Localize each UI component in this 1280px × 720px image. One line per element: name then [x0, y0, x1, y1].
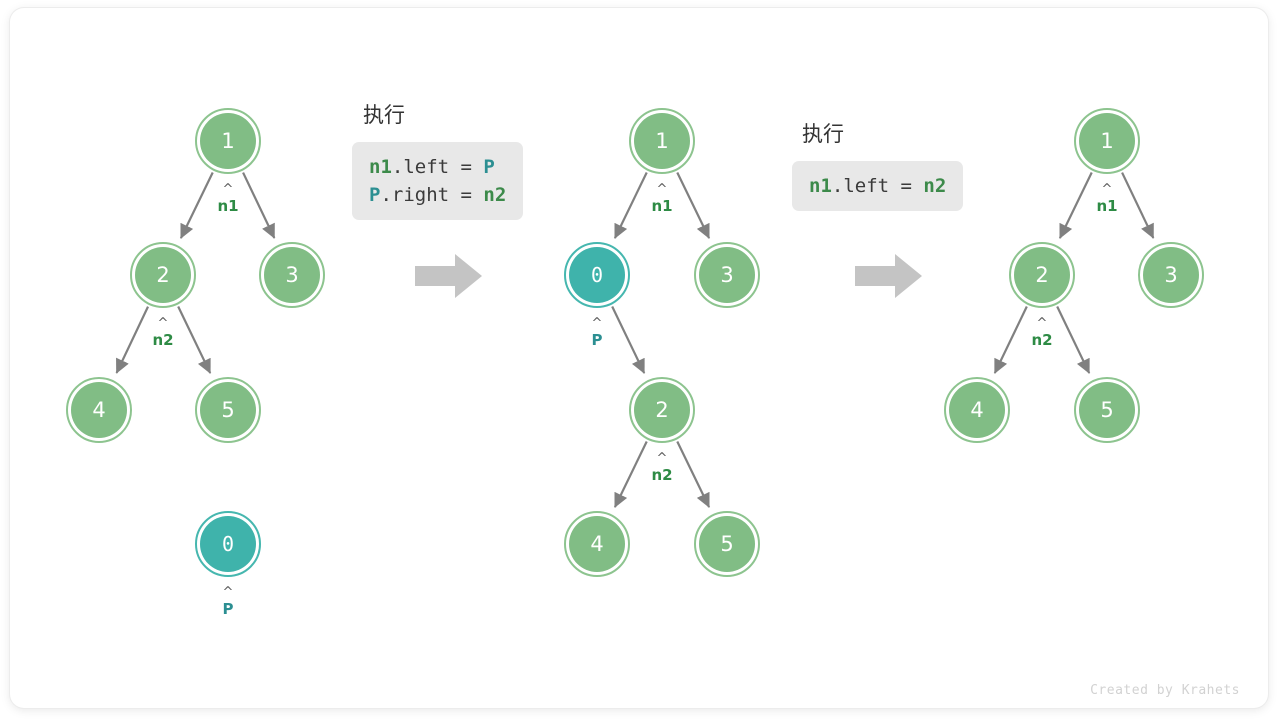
pointer-label-n1: ^n1	[1067, 182, 1147, 215]
tree-node-5: 5	[1074, 377, 1140, 443]
code-token: n2	[923, 175, 947, 197]
tree-node-0: 0	[564, 242, 630, 308]
node-ring	[130, 242, 196, 308]
node-ring	[195, 108, 261, 174]
pointer-caret-icon: ^	[222, 585, 234, 600]
pointer-label-p: ^P	[188, 585, 268, 618]
node-ring	[1138, 242, 1204, 308]
node-ring	[629, 108, 695, 174]
node-value: 1	[655, 128, 669, 153]
tree-node-2: 2	[130, 242, 196, 308]
pointer-label-text: n2	[651, 466, 673, 484]
code-token: n1	[809, 175, 832, 197]
code-token: .right =	[380, 184, 484, 206]
code-token: .left =	[831, 175, 924, 197]
step-title-step2: 执行	[802, 122, 844, 146]
code-block-step2: n1.left = n2	[792, 161, 964, 211]
node-value: 0	[221, 532, 235, 556]
pointer-caret-icon: ^	[591, 316, 603, 331]
node-value: 3	[285, 262, 299, 287]
node-value: 5	[1100, 397, 1114, 422]
arrow-2-transition-arrow-icon	[855, 253, 923, 304]
tree-node-5: 5	[195, 377, 261, 443]
code-line: n1.left = n2	[809, 172, 946, 200]
tree-node-3: 3	[1138, 242, 1204, 308]
pointer-label-n2: ^n2	[1002, 316, 1082, 349]
tree-node-4: 4	[564, 511, 630, 577]
tree-node-5: 5	[694, 511, 760, 577]
step-title-step1: 执行	[363, 103, 405, 127]
node-value: 5	[720, 531, 734, 556]
pointer-caret-icon: ^	[157, 316, 169, 331]
pointer-label-text: n2	[1031, 331, 1053, 349]
pointer-label-p: ^P	[557, 316, 637, 349]
tree-node-4: 4	[944, 377, 1010, 443]
node-ring	[1009, 242, 1075, 308]
node-value: 3	[720, 262, 734, 287]
pointer-label-text: n1	[217, 197, 239, 215]
tree-node-0: 0	[195, 511, 261, 577]
node-ring	[694, 511, 760, 577]
node-value: 1	[221, 128, 235, 153]
code-token: P	[483, 156, 495, 178]
node-ring	[259, 242, 325, 308]
node-value: 1	[1100, 128, 1114, 153]
node-value: 5	[221, 397, 235, 422]
node-ring	[66, 377, 132, 443]
node-value: 4	[92, 397, 106, 422]
node-ring	[1074, 377, 1140, 443]
tree-node-2: 2	[629, 377, 695, 443]
pointer-caret-icon: ^	[656, 182, 668, 197]
pointer-caret-icon: ^	[1036, 316, 1048, 331]
tree-node-3: 3	[694, 242, 760, 308]
pointer-label-n1: ^n1	[188, 182, 268, 215]
tree-node-4: 4	[66, 377, 132, 443]
tree-node-1: 1	[629, 108, 695, 174]
node-value: 4	[970, 397, 984, 422]
pointer-caret-icon: ^	[656, 451, 668, 466]
tree-node-1: 1	[195, 108, 261, 174]
tree-node-3: 3	[259, 242, 325, 308]
pointer-label-text: n1	[1096, 197, 1118, 215]
node-value: 0	[590, 263, 604, 287]
node-value: 4	[590, 531, 604, 556]
pointer-label-n2: ^n2	[622, 451, 702, 484]
node-ring	[195, 511, 261, 577]
code-token: P	[369, 184, 381, 206]
code-token: n1	[369, 156, 392, 178]
code-line: P.right = n2	[369, 181, 506, 209]
code-token: .left =	[391, 156, 484, 178]
node-ring	[944, 377, 1010, 443]
node-value: 2	[655, 397, 669, 422]
pointer-label-text: P	[591, 331, 603, 349]
node-value: 2	[156, 262, 170, 287]
node-ring	[195, 377, 261, 443]
credit-text: Created by Krahets	[1090, 683, 1240, 698]
arrow-1-transition-arrow-icon	[415, 253, 483, 304]
tree-node-2: 2	[1009, 242, 1075, 308]
node-ring	[694, 242, 760, 308]
pointer-caret-icon: ^	[222, 182, 234, 197]
node-ring	[629, 377, 695, 443]
code-token: n2	[483, 184, 507, 206]
code-line: n1.left = P	[369, 153, 506, 181]
pointer-caret-icon: ^	[1101, 182, 1113, 197]
node-ring	[564, 511, 630, 577]
node-ring	[1074, 108, 1140, 174]
pointer-label-text: n1	[651, 197, 673, 215]
tree-node-1: 1	[1074, 108, 1140, 174]
node-value: 2	[1035, 262, 1049, 287]
pointer-label-text: P	[222, 600, 234, 618]
node-value: 3	[1164, 262, 1178, 287]
pointer-label-n1: ^n1	[622, 182, 702, 215]
pointer-label-text: n2	[152, 331, 174, 349]
node-ring	[564, 242, 630, 308]
pointer-label-n2: ^n2	[123, 316, 203, 349]
